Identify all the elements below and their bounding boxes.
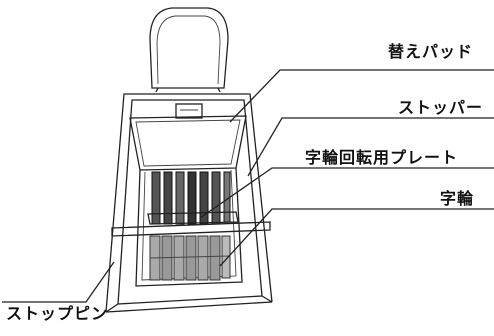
outer-frame <box>105 93 273 313</box>
label-wheel-rotation-plate: 字輪回転用プレート <box>305 148 459 167</box>
leader-lines <box>2 69 494 303</box>
type-wheels-lower <box>149 235 231 281</box>
label-replacement-pad: 替えパッド <box>388 42 474 61</box>
label-stop-pin: ストップピン <box>6 304 109 323</box>
label-stopper: ストッパー <box>398 98 484 117</box>
pad-lid <box>129 103 247 171</box>
cross-bar <box>111 221 271 237</box>
type-wheels-upper <box>151 171 231 225</box>
label-type-wheel: 字輪 <box>440 189 475 208</box>
handle <box>149 7 229 93</box>
